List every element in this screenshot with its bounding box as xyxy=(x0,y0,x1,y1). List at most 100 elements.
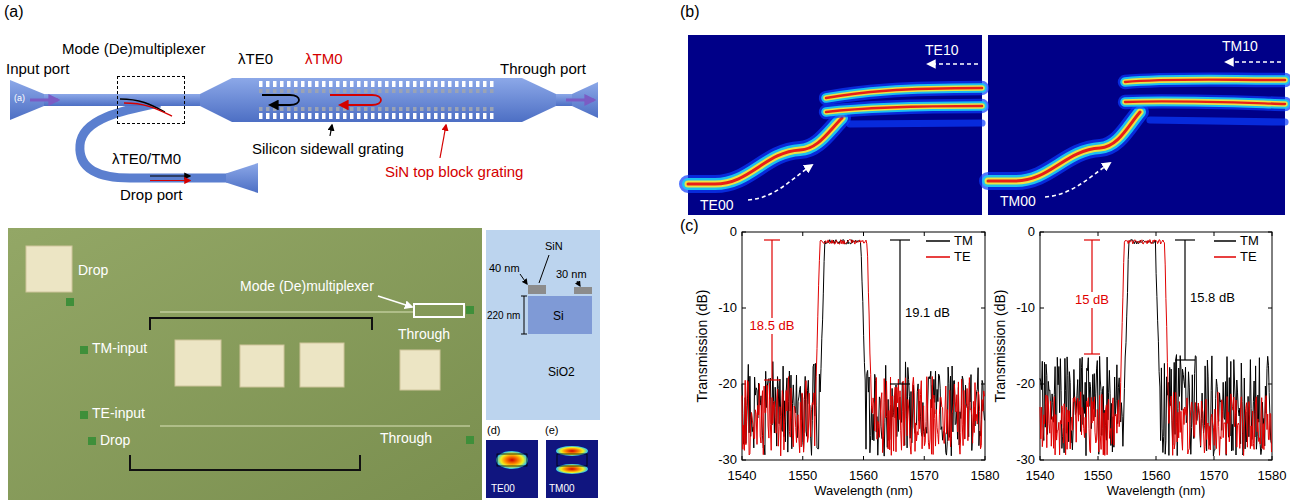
panel-letter: (a) xyxy=(14,93,25,104)
panel-letter: (b) xyxy=(680,2,700,21)
tick-label: -30 xyxy=(1016,452,1035,468)
axis-tick xyxy=(802,232,803,236)
axis-tick xyxy=(742,232,743,236)
axis-tick xyxy=(1272,456,1273,460)
chip-photo xyxy=(8,228,482,500)
field-band xyxy=(1150,120,1285,122)
port-label: Input port xyxy=(6,60,69,78)
axis-tick xyxy=(1040,460,1044,461)
axis-tick xyxy=(981,232,985,233)
dimension-label: 40 nm xyxy=(489,262,520,275)
tick-label: 1540 xyxy=(728,468,757,484)
tick-label: 1570 xyxy=(910,468,939,484)
axis-tick xyxy=(1040,232,1041,236)
photo-label: TE-input xyxy=(92,405,145,422)
photo-label: Mode (De)multiplexer xyxy=(240,278,374,295)
spectrum-curve xyxy=(742,240,985,456)
axis-tick xyxy=(1268,460,1272,461)
axis-title: Transmission (dB) xyxy=(992,289,1009,402)
spectrum-curve xyxy=(1040,240,1272,456)
field-band xyxy=(826,88,982,98)
axis-tick xyxy=(863,456,864,460)
field-band xyxy=(1125,80,1285,83)
tick-label: 0 xyxy=(730,224,737,240)
axis-tick xyxy=(742,456,743,460)
wavelength-label: λTE0 xyxy=(238,50,273,68)
annotation-value: 18.5 dB xyxy=(748,318,797,334)
axis-tick xyxy=(981,460,985,461)
tick-label: 1560 xyxy=(1142,468,1171,484)
legend-text: TE xyxy=(1240,249,1257,265)
dashed-outline xyxy=(117,76,185,124)
tick-label: 1560 xyxy=(849,468,878,484)
photo-label: Drop xyxy=(100,432,130,449)
axis-tick xyxy=(1268,308,1272,309)
field-band xyxy=(988,112,1140,181)
axis-tick xyxy=(742,232,746,233)
material-label: SiN xyxy=(545,240,563,253)
spectrum-curve xyxy=(742,240,985,456)
axis-tick xyxy=(863,232,864,236)
dimension-label: 30 nm xyxy=(556,268,587,281)
spectra-plots xyxy=(742,232,1272,460)
axis-title: Transmission (dB) xyxy=(694,289,711,402)
spectrum-curve xyxy=(1040,240,1272,456)
axis-tick xyxy=(1098,456,1099,460)
tick-label: -20 xyxy=(718,376,737,392)
tick-label: 1550 xyxy=(788,468,817,484)
field-band xyxy=(826,106,982,112)
mode-label: TM00 xyxy=(1000,193,1036,210)
axis-title: Wavelength (nm) xyxy=(814,483,913,499)
field-band xyxy=(826,106,982,112)
axis-tick xyxy=(1272,232,1273,236)
mode-label: TE10 xyxy=(925,42,958,59)
field-band xyxy=(988,112,1140,181)
axis-tick xyxy=(1156,456,1157,460)
axis-tick xyxy=(1268,232,1272,233)
field-band xyxy=(688,118,842,184)
mode-label: TE00 xyxy=(700,197,733,214)
axis-tick xyxy=(1040,308,1044,309)
photo-label: Through xyxy=(398,326,450,343)
axis-tick xyxy=(1214,456,1215,460)
tick-label: 1550 xyxy=(1084,468,1113,484)
material-label: SiO2 xyxy=(548,365,575,379)
axis-title: Wavelength (nm) xyxy=(1107,483,1206,499)
axis-tick xyxy=(985,232,986,236)
field-band xyxy=(826,106,982,112)
field-band xyxy=(1125,101,1285,104)
field-band xyxy=(1125,101,1285,104)
axis-tick xyxy=(742,460,746,461)
grating-label: Silicon sidewall grating xyxy=(252,140,404,158)
tick-label: 0 xyxy=(1028,224,1035,240)
tick-label: 1580 xyxy=(971,468,1000,484)
field-band xyxy=(1125,101,1285,104)
port-label: Drop port xyxy=(120,186,183,204)
panel-letter: (a) xyxy=(4,2,24,21)
cross-section xyxy=(486,230,600,498)
field-band xyxy=(1125,80,1285,83)
tick-label: -30 xyxy=(718,452,737,468)
annotation-value: 15 dB xyxy=(1073,292,1111,308)
photo-label: Through xyxy=(380,430,432,447)
axis-tick xyxy=(981,308,985,309)
tick-label: 1580 xyxy=(1258,468,1287,484)
field-band xyxy=(688,118,842,184)
grating-label: SiN top block grating xyxy=(385,163,523,181)
mode-label: TE00 xyxy=(491,483,515,495)
axis-tick xyxy=(1040,232,1044,233)
wavelength-label: λTM0 xyxy=(305,50,343,68)
field-band xyxy=(688,118,842,184)
field-band xyxy=(1125,101,1285,104)
photo-label: TM-input xyxy=(92,340,147,357)
legend-text: TM xyxy=(1240,233,1259,249)
field-band xyxy=(826,88,982,98)
panel-letter: (e) xyxy=(545,424,558,437)
field-band xyxy=(826,106,982,112)
field-band xyxy=(688,118,842,184)
demux-region: Mode (De)multiplexer xyxy=(62,40,206,58)
panel-letter: (c) xyxy=(680,216,699,235)
tick-label: -20 xyxy=(1016,376,1035,392)
tick-label: 1570 xyxy=(1200,468,1229,484)
